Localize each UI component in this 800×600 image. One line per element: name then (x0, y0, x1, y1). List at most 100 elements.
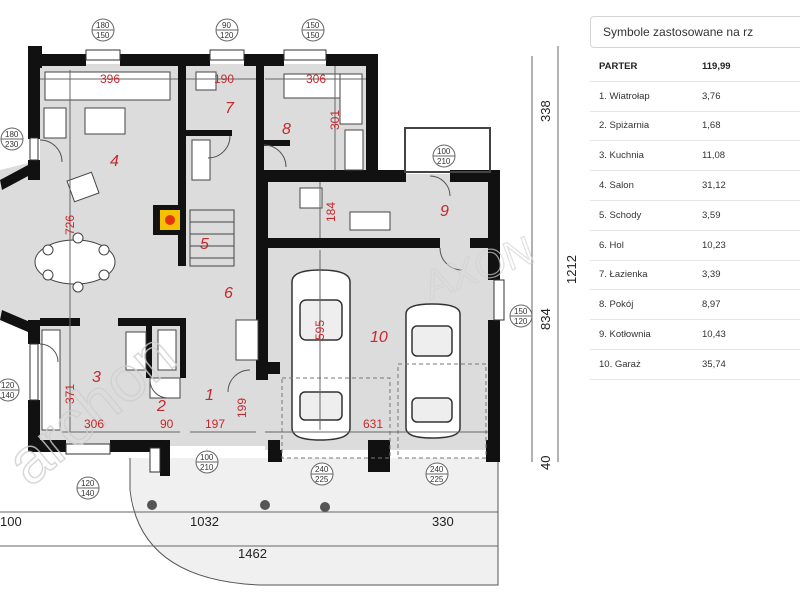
svg-text:240: 240 (430, 465, 444, 474)
table-header-row: PARTER 119,99 (590, 52, 800, 82)
room-number-5: 5 (200, 236, 209, 253)
row-label: 1. Wiatrołap (590, 81, 702, 112)
cars (291, 269, 461, 441)
header-label: PARTER (590, 52, 702, 82)
svg-text:210: 210 (437, 157, 451, 166)
svg-text:100: 100 (200, 453, 214, 462)
row-label: 5. Schody (590, 200, 702, 231)
svg-text:140: 140 (1, 391, 15, 400)
room-number-10: 10 (370, 329, 388, 346)
dim-330: 330 (432, 514, 454, 529)
room-area-panel: Symbole zastosowane na rz PARTER 119,99 … (590, 16, 800, 380)
row-label: 10. Garaż (590, 349, 702, 380)
dim-1032: 1032 (190, 514, 219, 529)
row-label: 7. Łazienka (590, 260, 702, 291)
svg-text:90: 90 (222, 21, 231, 30)
row-value: 3,76 (702, 81, 800, 112)
row-label: 9. Kotłownia (590, 319, 702, 350)
dim-199: 199 (235, 398, 249, 418)
staircase (189, 209, 235, 267)
row-value: 1,68 (702, 111, 800, 142)
svg-text:225: 225 (430, 475, 444, 484)
dim-1212: 1212 (564, 255, 579, 284)
dim-371: 371 (63, 384, 77, 404)
row-value: 3,59 (702, 200, 800, 231)
furniture (34, 71, 391, 431)
svg-text:240: 240 (315, 465, 329, 474)
row-value: 10,43 (702, 319, 800, 350)
dimension-lines (0, 46, 559, 547)
header-value: 119,99 (702, 52, 800, 82)
svg-text:120: 120 (514, 317, 528, 326)
svg-text:120: 120 (220, 31, 234, 40)
room-number-6: 6 (224, 285, 233, 302)
dim-631: 631 (363, 417, 383, 431)
svg-text:150: 150 (306, 31, 320, 40)
row-value: 8,97 (702, 289, 800, 321)
dim-301: 301 (328, 110, 342, 130)
row-label: 2. Spiżarnia (590, 111, 702, 142)
row-value: 31,12 (702, 170, 800, 201)
room-number-1: 1 (205, 387, 214, 404)
dim-190: 190 (214, 72, 234, 86)
row-label: 6. Hol (590, 230, 702, 261)
svg-text:150: 150 (96, 31, 110, 40)
dim-726: 726 (63, 215, 77, 235)
outer-dimensions: 338 1212 834 40 1032 330 1462 100 (0, 100, 579, 561)
svg-text:120: 120 (1, 381, 15, 390)
terrace-posts (147, 500, 330, 512)
dim-90: 90 (160, 417, 174, 431)
dim-834: 834 (538, 308, 553, 330)
row-label: 8. Pokój (590, 289, 702, 321)
svg-text:140: 140 (81, 489, 95, 498)
parking-space-2 (397, 363, 487, 459)
svg-text:150: 150 (306, 21, 320, 30)
row-label: 4. Salon (590, 170, 702, 201)
room-number-8: 8 (282, 121, 291, 138)
dim-184: 184 (324, 202, 338, 222)
row-label: 3. Kuchnia (590, 140, 702, 172)
fireplace-flame-icon (165, 215, 175, 225)
svg-text:225: 225 (315, 475, 329, 484)
dim-1462: 1462 (238, 546, 267, 561)
entrance-terrace (129, 458, 499, 586)
room-number-7: 7 (225, 100, 235, 117)
room-numbers: 1 2 3 4 5 6 7 8 9 10 (92, 100, 449, 415)
dim-338: 338 (538, 100, 553, 122)
svg-text:180: 180 (5, 130, 19, 139)
row-value: 3,39 (702, 260, 800, 291)
room-number-9: 9 (440, 203, 449, 220)
panel-title: Symbole zastosowane na rz (590, 16, 800, 48)
svg-text:180: 180 (96, 21, 110, 30)
svg-text:120: 120 (81, 479, 95, 488)
room-number-3: 3 (92, 369, 101, 386)
dim-100: 100 (0, 514, 22, 529)
svg-text:150: 150 (514, 307, 528, 316)
room-number-4: 4 (110, 153, 119, 170)
dim-306-top: 306 (306, 72, 326, 86)
svg-text:210: 210 (200, 463, 214, 472)
windows (29, 49, 505, 473)
parking-space-1 (281, 377, 391, 459)
svg-text:230: 230 (5, 140, 19, 149)
walls (0, 46, 500, 476)
